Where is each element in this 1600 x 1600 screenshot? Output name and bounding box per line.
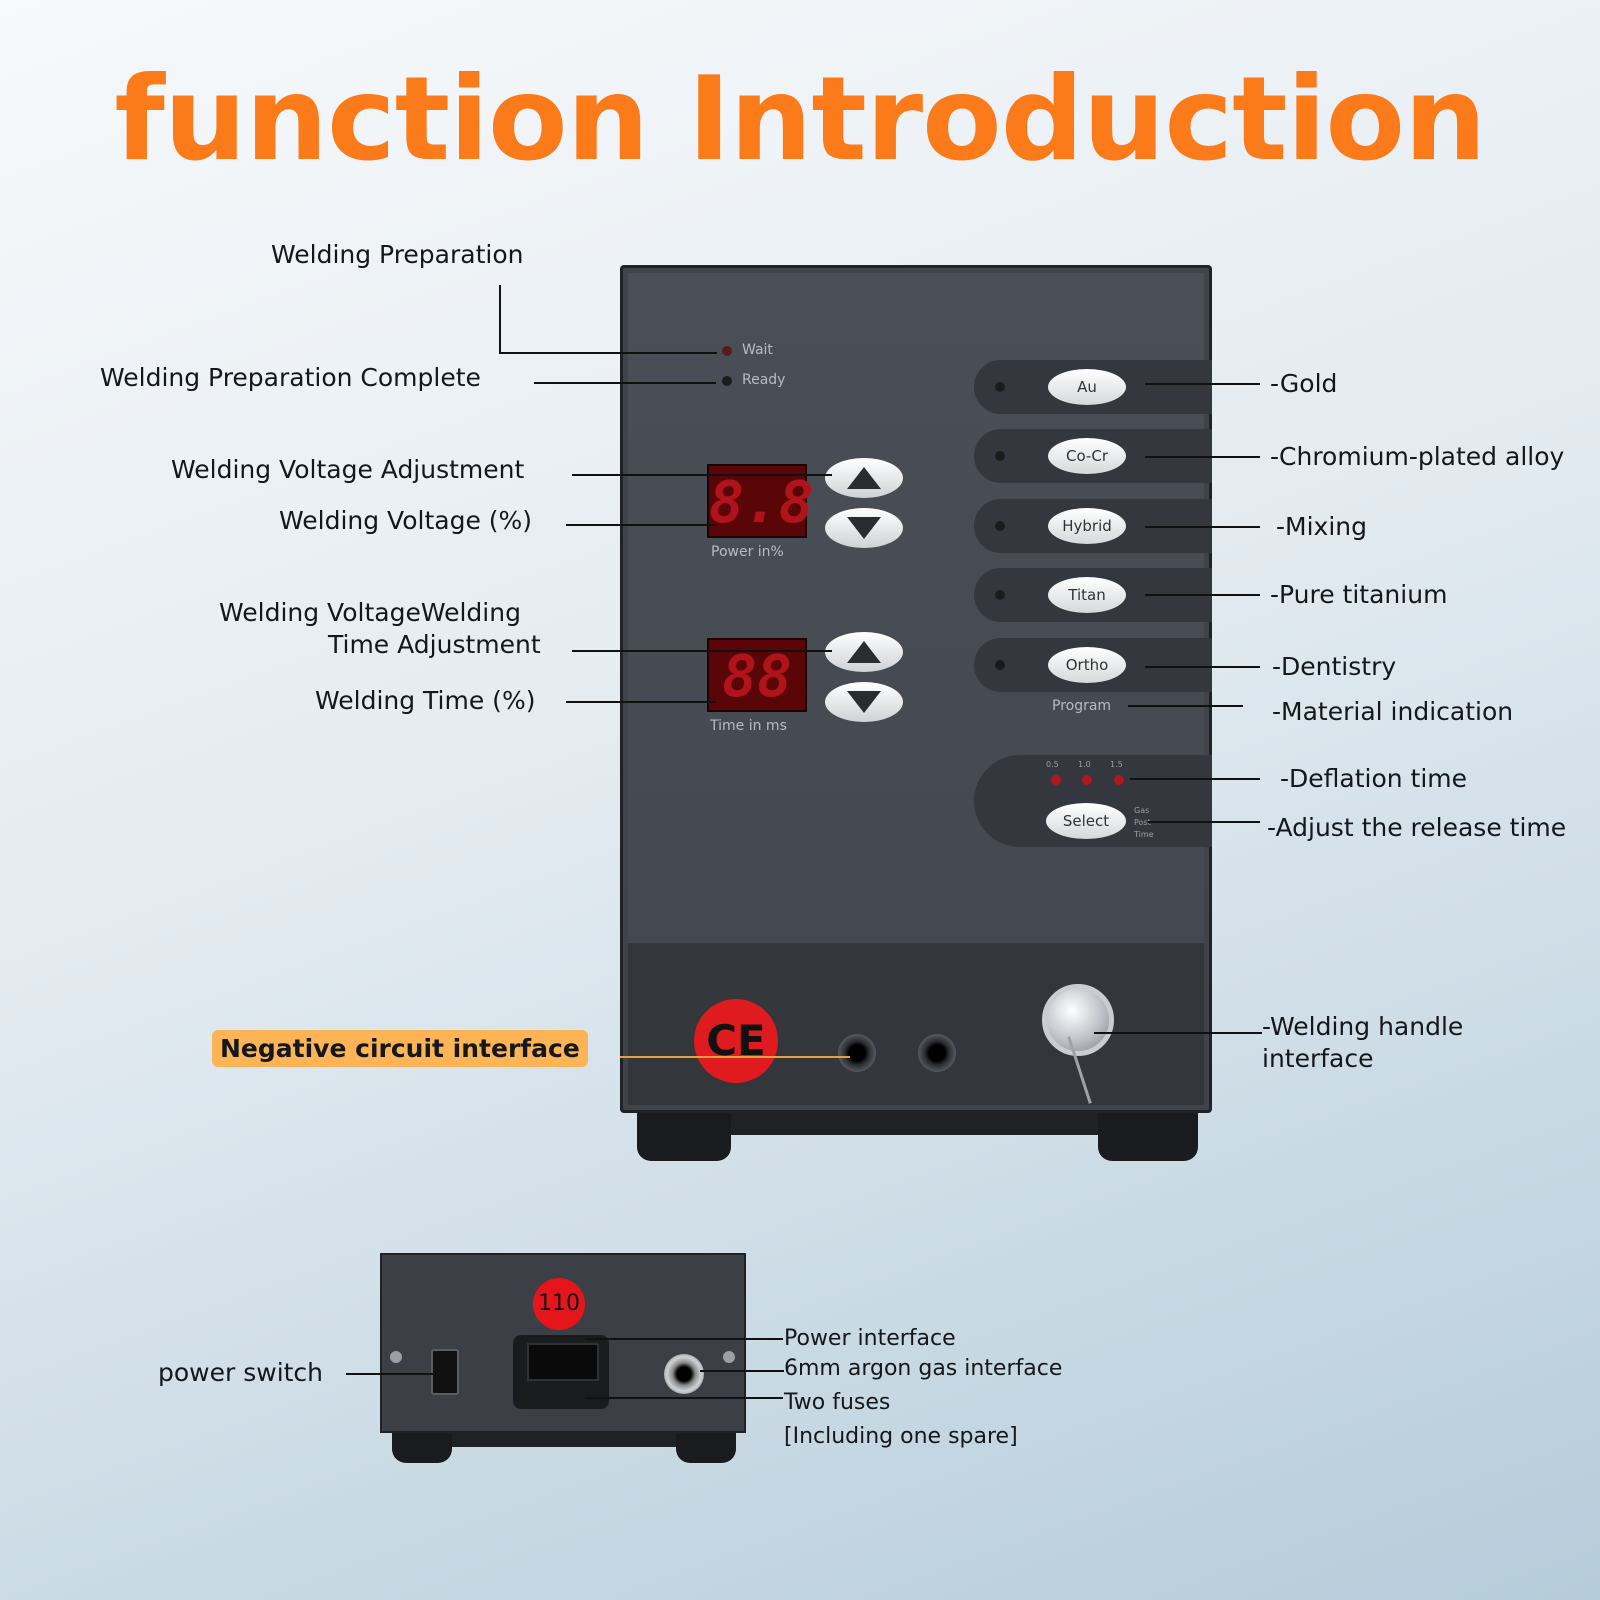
gas-caption: Gas bbox=[1134, 806, 1150, 815]
label-welding-voltage-adjustment: Welding Voltage Adjustment bbox=[171, 455, 525, 484]
arrow-down-icon bbox=[847, 691, 881, 713]
label-welding-time-pct: Welding Time (%) bbox=[315, 686, 536, 715]
gas-caption: Time bbox=[1134, 830, 1154, 839]
time-display: 88 bbox=[707, 638, 807, 712]
leader-line bbox=[585, 1397, 783, 1399]
leader-line bbox=[572, 650, 832, 652]
device-foot bbox=[676, 1433, 736, 1463]
voltage-down-button[interactable] bbox=[825, 508, 903, 548]
leader-line bbox=[346, 1373, 440, 1375]
leader-line bbox=[620, 1056, 850, 1058]
hybrid-led bbox=[995, 521, 1005, 531]
leader-line bbox=[499, 352, 717, 354]
gas-time-led bbox=[1051, 775, 1061, 785]
power-caption: Power in% bbox=[711, 544, 784, 560]
ce-mark-icon: CE bbox=[694, 999, 778, 1083]
titan-button[interactable]: Titan bbox=[1048, 577, 1126, 613]
leader-line bbox=[700, 1370, 784, 1372]
leader-line bbox=[572, 474, 832, 476]
wait-label: Wait bbox=[742, 342, 773, 358]
power-display: 8.8 bbox=[707, 464, 814, 538]
device-base bbox=[452, 1433, 676, 1447]
gas-time-led bbox=[1114, 775, 1124, 785]
voltage-badge: 110 bbox=[533, 1278, 585, 1330]
wait-indicator-led bbox=[722, 346, 732, 356]
power-switch[interactable] bbox=[431, 1349, 459, 1395]
leader-line bbox=[566, 701, 716, 703]
time-down-button[interactable] bbox=[825, 682, 903, 722]
leader-line bbox=[1145, 456, 1260, 458]
leader-line bbox=[534, 382, 716, 384]
leader-line bbox=[1145, 594, 1260, 596]
ready-label: Ready bbox=[742, 372, 786, 388]
hybrid-button[interactable]: Hybrid bbox=[1048, 508, 1126, 544]
arrow-down-icon bbox=[847, 517, 881, 539]
leader-line bbox=[566, 524, 716, 526]
leader-line bbox=[1148, 821, 1260, 823]
gas-time-led bbox=[1082, 775, 1092, 785]
negative-circuit-jack[interactable] bbox=[838, 1034, 876, 1072]
time-caption: Time in ms bbox=[710, 718, 787, 734]
screw-icon bbox=[723, 1351, 735, 1363]
gas-caption: Post bbox=[1134, 818, 1151, 827]
cocr-led bbox=[995, 451, 1005, 461]
auxiliary-jack[interactable] bbox=[918, 1034, 956, 1072]
voltage-up-button[interactable] bbox=[825, 458, 903, 498]
screw-icon bbox=[390, 1351, 402, 1363]
program-label: Program bbox=[1052, 698, 1112, 714]
label-welding-handle-1: -Welding handle bbox=[1262, 1012, 1464, 1041]
argon-gas-port[interactable] bbox=[664, 1354, 704, 1394]
label-time-adjustment-2: Time Adjustment bbox=[328, 630, 541, 659]
label-welding-handle-2: interface bbox=[1262, 1044, 1374, 1073]
label-adjust-release-time: -Adjust the release time bbox=[1267, 813, 1567, 842]
leader-line bbox=[1145, 383, 1260, 385]
label-deflation-time: -Deflation time bbox=[1280, 764, 1468, 793]
leader-line bbox=[1145, 526, 1260, 528]
device-base bbox=[731, 1113, 1098, 1135]
label-welding-voltage-pct: Welding Voltage (%) bbox=[279, 506, 533, 535]
select-button[interactable]: Select bbox=[1046, 803, 1126, 839]
leader-line bbox=[585, 1338, 783, 1340]
time-up-button[interactable] bbox=[825, 632, 903, 672]
device-foot bbox=[392, 1433, 452, 1463]
label-power-switch: power switch bbox=[158, 1358, 324, 1387]
gas-tick-label: 1.0 bbox=[1078, 760, 1091, 769]
cocr-button[interactable]: Co-Cr bbox=[1048, 438, 1126, 474]
label-gold: -Gold bbox=[1270, 369, 1338, 398]
label-chromium-plated-alloy: -Chromium-plated alloy bbox=[1270, 442, 1565, 471]
leader-line bbox=[1128, 705, 1243, 707]
label-spare-fuse: [Including one spare] bbox=[784, 1424, 1018, 1449]
label-power-interface: Power interface bbox=[784, 1326, 956, 1351]
arrow-up-icon bbox=[847, 641, 881, 663]
device-foot bbox=[637, 1113, 731, 1161]
device-foot bbox=[1098, 1113, 1198, 1161]
label-material-indication: -Material indication bbox=[1272, 697, 1514, 726]
ortho-button[interactable]: Ortho bbox=[1048, 647, 1126, 683]
au-button[interactable]: Au bbox=[1048, 369, 1126, 405]
label-negative-circuit-interface: Negative circuit interface bbox=[212, 1030, 588, 1067]
gas-tick-label: 0.5 bbox=[1046, 760, 1059, 769]
label-time-adjustment-1: Welding VoltageWelding bbox=[219, 598, 521, 627]
gas-tick-label: 1.5 bbox=[1110, 760, 1123, 769]
label-two-fuses: Two fuses bbox=[784, 1390, 891, 1415]
ready-indicator-led bbox=[722, 376, 732, 386]
label-welding-preparation-complete: Welding Preparation Complete bbox=[100, 363, 481, 392]
leader-line bbox=[499, 285, 501, 353]
leader-line bbox=[1130, 778, 1260, 780]
arrow-up-icon bbox=[847, 467, 881, 489]
power-socket bbox=[527, 1343, 599, 1381]
au-led bbox=[995, 382, 1005, 392]
welding-handle-connector[interactable] bbox=[1042, 984, 1114, 1056]
label-welding-preparation: Welding Preparation bbox=[271, 240, 524, 269]
label-mixing: -Mixing bbox=[1276, 512, 1367, 541]
ortho-led bbox=[995, 660, 1005, 670]
label-dentistry: -Dentistry bbox=[1272, 652, 1397, 681]
leader-line bbox=[1094, 1032, 1262, 1034]
titan-led bbox=[995, 590, 1005, 600]
page-title: function Introduction bbox=[114, 52, 1486, 187]
label-argon-interface: 6mm argon gas interface bbox=[784, 1356, 1063, 1381]
label-pure-titanium: -Pure titanium bbox=[1270, 580, 1448, 609]
leader-line bbox=[1145, 666, 1260, 668]
